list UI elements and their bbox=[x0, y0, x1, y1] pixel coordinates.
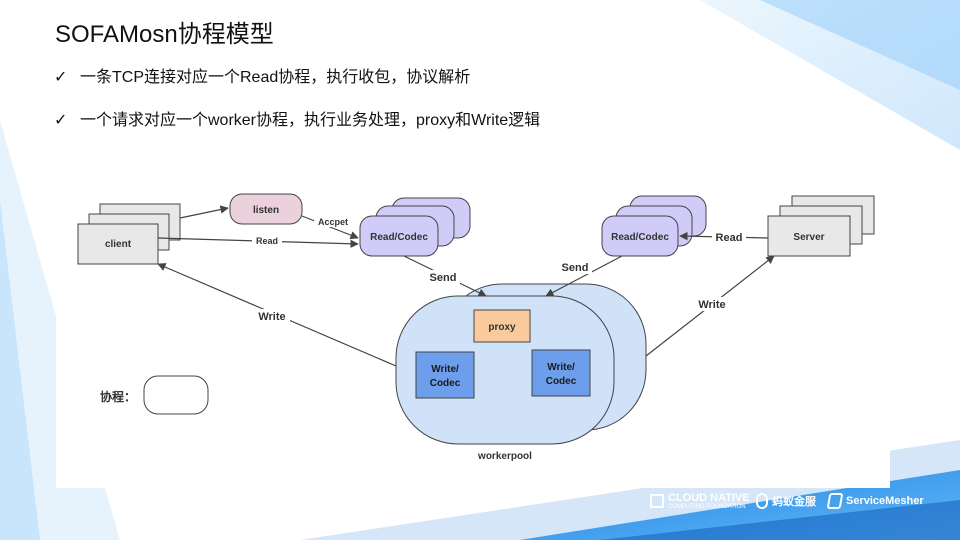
servicemesher-logo: ServiceMesher bbox=[826, 490, 924, 512]
cncf-logo-line2: COMPUTING FOUNDATION bbox=[668, 503, 746, 510]
edge-label-write-left: Write bbox=[258, 311, 285, 323]
write-codec-left-line2: Codec bbox=[430, 378, 461, 389]
edge-label-send-right: Send bbox=[562, 262, 589, 274]
write-codec-right-line1: Write/ bbox=[547, 362, 575, 373]
edge-client-listen bbox=[179, 205, 229, 219]
check-icon: ✓ bbox=[54, 69, 68, 86]
bullet-1: ✓ 一条TCP连接对应一个Read协程，执行收包，协议解析 bbox=[54, 63, 470, 87]
slide-title: SOFAMosn协程模型 bbox=[55, 21, 274, 48]
edge-read-send-right bbox=[545, 255, 623, 297]
server-node: Server bbox=[767, 195, 875, 257]
write-codec-right-line2: Codec bbox=[546, 376, 577, 387]
edge-label-accpet: Accpet bbox=[318, 217, 348, 227]
listen-label: listen bbox=[253, 205, 279, 216]
write-codec-left-line1: Write/ bbox=[431, 364, 459, 375]
coroutine-diagram: client listen Read/Codec Read/Codec Serv… bbox=[77, 193, 875, 462]
servicemesher-logo-text: ServiceMesher bbox=[846, 495, 924, 507]
read-codec-left-node: Read/Codec bbox=[359, 197, 471, 257]
antfin-icon bbox=[756, 493, 768, 509]
proxy-label: proxy bbox=[488, 322, 516, 333]
check-icon: ✓ bbox=[54, 112, 68, 129]
edge-label-read-right: Read bbox=[716, 232, 743, 244]
bullet-1-text: 一条TCP连接对应一个Read协程，执行收包，协议解析 bbox=[80, 69, 471, 86]
client-label: client bbox=[105, 239, 132, 250]
edge-label-read-left: Read bbox=[256, 236, 278, 246]
bullet-2: ✓ 一个请求对应一个worker协程，执行业务处理，proxy和Write逻辑 bbox=[54, 106, 540, 130]
write-codec-right-node: Write/ Codec bbox=[531, 349, 591, 397]
edge-label-write-right: Write bbox=[698, 299, 725, 311]
cncf-logo-line1: CLOUD NATIVE bbox=[668, 491, 750, 504]
client-node: client bbox=[77, 203, 181, 265]
servicemesher-icon bbox=[826, 493, 844, 509]
legend: 协程： bbox=[100, 375, 209, 415]
legend-label: 协程： bbox=[100, 389, 136, 404]
proxy-node: proxy bbox=[473, 309, 531, 343]
antfin-logo: 蚂蚁金服 bbox=[756, 490, 816, 512]
server-label: Server bbox=[793, 232, 824, 243]
read-codec-right-node: Read/Codec bbox=[601, 195, 707, 257]
edge-label-send-left: Send bbox=[430, 272, 457, 284]
bullet-2-text: 一个请求对应一个worker协程，执行业务处理，proxy和Write逻辑 bbox=[80, 112, 541, 129]
read-codec-left-label: Read/Codec bbox=[370, 232, 428, 243]
legend-shape bbox=[143, 375, 209, 415]
read-codec-right-label: Read/Codec bbox=[611, 232, 669, 243]
listen-node: listen bbox=[229, 193, 303, 225]
write-codec-left-node: Write/ Codec bbox=[415, 351, 475, 399]
antfin-logo-text: 蚂蚁金服 bbox=[772, 496, 816, 508]
cncf-icon bbox=[650, 494, 664, 508]
workerpool-label: workerpool bbox=[477, 451, 532, 462]
